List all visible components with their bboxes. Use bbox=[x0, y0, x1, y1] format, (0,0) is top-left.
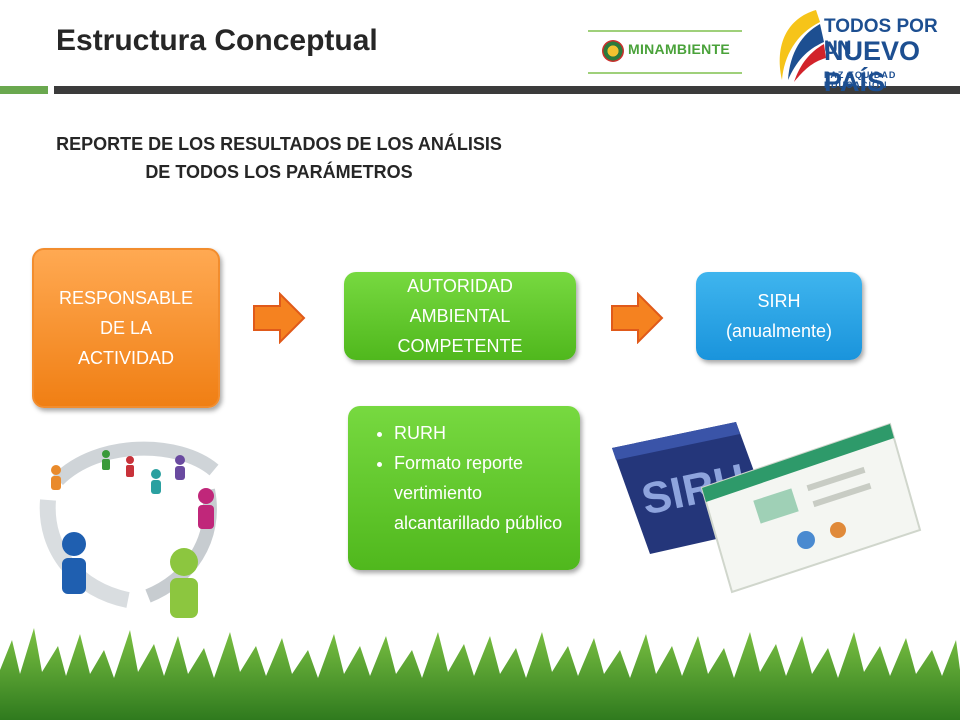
person-magenta-icon bbox=[198, 488, 214, 529]
section-subtitle: REPORTE DE LOS RESULTADOS DE LOS ANÁLISI… bbox=[34, 130, 524, 186]
sirh-line1: SIRH bbox=[757, 291, 801, 311]
autoridad-box: AUTORIDAD AMBIENTAL COMPETENTE bbox=[344, 272, 576, 360]
arrow-right-icon bbox=[253, 292, 306, 344]
person-lime-icon bbox=[170, 548, 198, 618]
autoridad-line3: COMPETENTE bbox=[397, 336, 523, 356]
sirh-screenshot-image: SIRH bbox=[612, 422, 922, 594]
grass-decoration bbox=[0, 628, 960, 720]
responsable-box: RESPONSABLE DE LA ACTIVIDAD bbox=[32, 248, 220, 408]
responsable-line3: ACTIVIDAD bbox=[77, 348, 174, 368]
swoosh-icon bbox=[779, 10, 826, 82]
sirh-box: SIRH (anualmente) bbox=[696, 272, 862, 360]
gov-logo-line1: TODOS POR UN bbox=[824, 16, 938, 59]
autoridad-line1: AUTORIDAD bbox=[407, 276, 513, 296]
responsable-line1: RESPONSABLE bbox=[58, 288, 194, 308]
colombia-emblem-icon bbox=[602, 40, 624, 62]
subtitle-line1: REPORTE DE LOS RESULTADOS DE LOS ANÁLISI… bbox=[56, 134, 502, 154]
minambiente-logo: MINAMBIENTE bbox=[588, 30, 742, 74]
person-small-orange-icon bbox=[51, 465, 61, 490]
title-rule-accent bbox=[0, 86, 48, 94]
arrow-right-icon bbox=[611, 292, 664, 344]
subtitle-line2: DE TODOS LOS PARÁMETROS bbox=[145, 162, 413, 182]
responsable-line2: DE LA bbox=[99, 318, 153, 338]
person-small-purple-icon bbox=[175, 455, 185, 480]
person-small-teal-icon bbox=[151, 469, 161, 494]
person-blue-icon bbox=[62, 532, 86, 594]
minambiente-logo-text: MINAMBIENTE bbox=[628, 41, 731, 57]
person-small-green-icon bbox=[102, 450, 110, 470]
todos-por-un-nuevo-pais-logo: TODOS POR UN NUEVO PAÍS PAZ EQUIDAD EDUC… bbox=[768, 4, 960, 97]
bullet-list: RURH Formato reporte vertimiento alcanta… bbox=[348, 418, 580, 538]
title-rule bbox=[54, 86, 960, 94]
bullet-item-rurh: RURH bbox=[394, 418, 580, 448]
bullet-item-formato: Formato reporte vertimiento alcantarilla… bbox=[394, 448, 580, 538]
bullet-box: RURH Formato reporte vertimiento alcanta… bbox=[348, 406, 580, 570]
gov-logo-line3: PAZ EQUIDAD EDUCACIÓN bbox=[824, 70, 897, 90]
gov-logo-line2: NUEVO PAÍS bbox=[824, 36, 921, 97]
person-small-red-icon bbox=[126, 456, 134, 477]
sirh-line2: (anualmente) bbox=[725, 321, 833, 341]
page-title: Estructura Conceptual bbox=[56, 24, 378, 57]
autoridad-line2: AMBIENTAL bbox=[409, 306, 511, 326]
people-network-image bbox=[39, 441, 219, 618]
